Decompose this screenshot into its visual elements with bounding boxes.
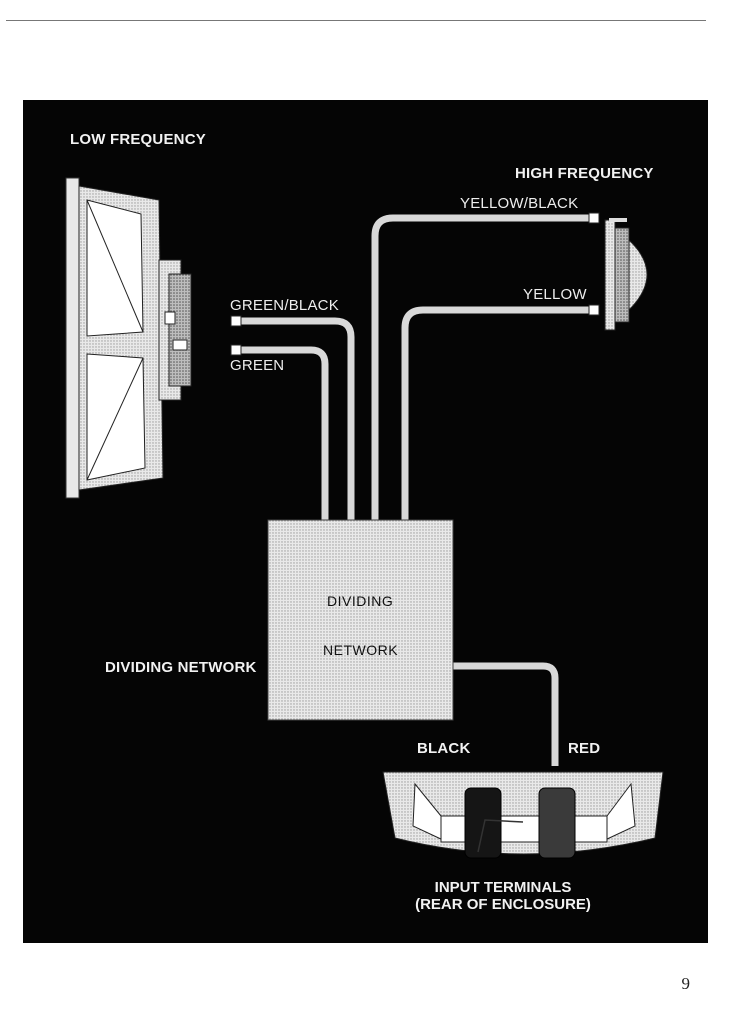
wire-yellow <box>405 310 593 520</box>
wire-label-yellow-black: YELLOW/BLACK <box>460 196 578 211</box>
connector-yellow <box>589 305 599 315</box>
high-frequency-label: HIGH FREQUENCY <box>515 166 654 181</box>
top-rule <box>6 20 706 21</box>
connector-yellow-black <box>589 213 599 223</box>
box-text-network: NETWORK <box>323 643 398 657</box>
dividing-network-label: DIVIDING NETWORK <box>105 660 257 675</box>
dividing-network-box <box>268 520 453 720</box>
input-terminals-line2: (REAR OF ENCLOSURE) <box>413 896 593 913</box>
woofer-speaker <box>66 178 191 498</box>
wire-green <box>237 350 325 520</box>
connector-green-black <box>231 316 241 326</box>
wiring-diagram <box>23 100 708 943</box>
wiring-diagram-panel: LOW FREQUENCY HIGH FREQUENCY YELLOW/BLAC… <box>23 100 708 943</box>
tweeter-speaker <box>605 218 647 330</box>
page-number: 9 <box>682 974 691 994</box>
connector-green <box>231 345 241 355</box>
wire-label-yellow: YELLOW <box>523 287 587 302</box>
box-text-dividing: DIVIDING <box>327 594 393 608</box>
wire-label-red: RED <box>568 741 600 756</box>
black-terminal-post <box>465 788 501 858</box>
input-terminals-label: INPUT TERMINALS (REAR OF ENCLOSURE) <box>413 879 593 913</box>
red-terminal-post <box>539 788 575 858</box>
input-terminals-line1: INPUT TERMINALS <box>413 879 593 896</box>
input-terminal-block <box>383 772 663 858</box>
low-frequency-label: LOW FREQUENCY <box>70 132 206 147</box>
wire-label-black: BLACK <box>417 741 471 756</box>
wire-label-green: GREEN <box>230 358 284 373</box>
wire-label-green-black: GREEN/BLACK <box>230 298 339 313</box>
